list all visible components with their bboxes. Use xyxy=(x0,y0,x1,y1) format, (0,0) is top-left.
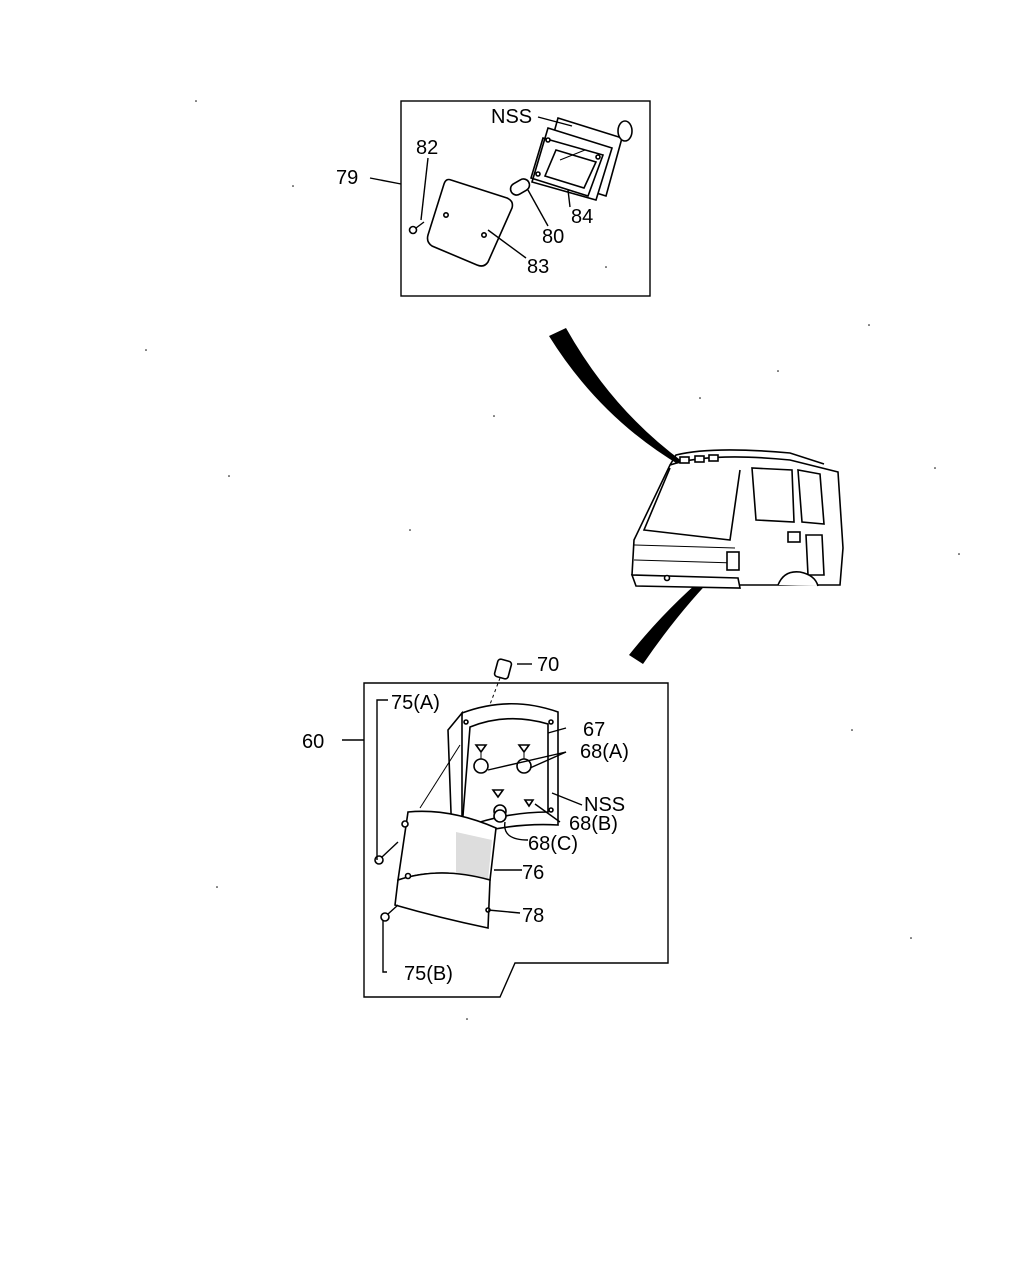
screw-75b-part xyxy=(380,904,399,922)
callout-79: 79 xyxy=(336,167,358,189)
pointer-wedge-upper xyxy=(549,328,683,466)
screw-82-part xyxy=(408,221,425,235)
callout-78: 78 xyxy=(522,905,544,927)
upper-inset-frame xyxy=(400,100,651,297)
callout-82: 82 xyxy=(416,137,438,159)
lens-83-part xyxy=(426,178,514,267)
lens-76-part xyxy=(397,810,497,882)
callout-76: 76 xyxy=(522,862,544,884)
upper-inset: 79 82 NSS 84 80 83 xyxy=(336,100,651,297)
screw-75a-part xyxy=(374,841,399,865)
scan-specks xyxy=(145,100,960,1020)
housing-84-part xyxy=(530,116,633,201)
callout-67: 67 xyxy=(583,719,605,741)
callout-60: 60 xyxy=(302,731,324,753)
callout-80: 80 xyxy=(542,226,564,248)
lower-inset-frame xyxy=(363,682,669,998)
truck-cab-illustration xyxy=(630,449,844,589)
callout-75a: 75(A) xyxy=(391,692,440,714)
pointer-wedge-lower xyxy=(629,566,720,664)
cover-78-part xyxy=(394,872,491,929)
lower-inset: 60 70 75(A) 67 68(A) NSS 68(B) 68(C) 76 … xyxy=(302,654,669,998)
callout-70: 70 xyxy=(537,654,559,676)
callout-68a: 68(A) xyxy=(580,741,629,763)
connector-70-part xyxy=(485,658,513,716)
callout-nss-upper: NSS xyxy=(491,106,532,128)
callout-83: 83 xyxy=(527,256,549,278)
callout-75b: 75(B) xyxy=(404,963,453,985)
bulb-80-part xyxy=(509,178,531,196)
callout-68b: 68(B) xyxy=(569,813,618,835)
callout-68c: 68(C) xyxy=(528,833,578,855)
callout-nss-lower: NSS xyxy=(584,794,625,816)
callout-84: 84 xyxy=(571,206,593,228)
bulbs-68bc-part xyxy=(491,789,535,823)
